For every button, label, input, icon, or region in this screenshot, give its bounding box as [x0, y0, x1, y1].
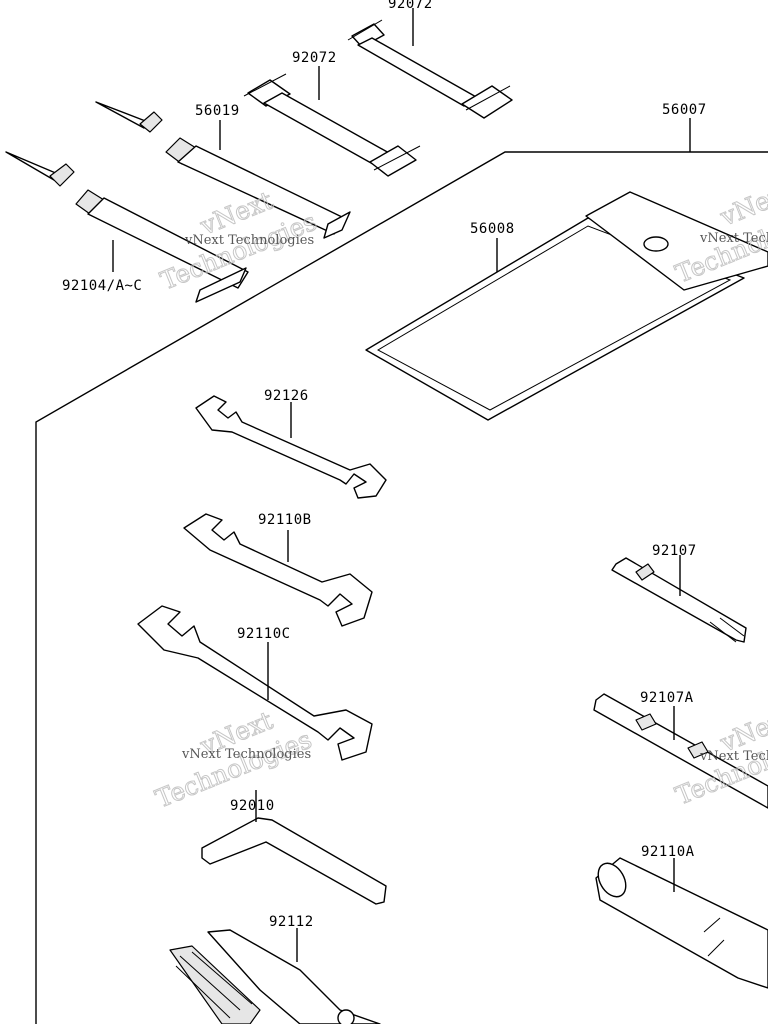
part-number-56019: 56019 [195, 103, 240, 119]
svg-text:vNext Technologies: vNext Technologies [699, 749, 768, 764]
strap-top: 92072 [347, 0, 513, 119]
part-number-92072-mid: 92072 [292, 50, 337, 66]
part-number-92110c: 92110C [237, 626, 291, 642]
driver-phillips: 92107 [611, 543, 747, 643]
wrench-mid: 92110B [183, 512, 373, 627]
part-number-92110a: 92110A [641, 844, 695, 860]
part-number-92104: 92104/A~C [62, 278, 142, 294]
part-number-92107a: 92107A [640, 690, 694, 706]
hex-key: 92010 [201, 790, 387, 905]
wrench-small: 92126 [195, 388, 387, 499]
wrench-large: 92110C [137, 605, 373, 761]
svg-text:vNext: vNext [715, 177, 768, 232]
driver-flat: 92107A [593, 690, 768, 809]
svg-text:vNext Technologies: vNext Technologies [184, 233, 314, 248]
part-number-56008: 56008 [470, 221, 515, 237]
tube-sealant: 92104/A~C [5, 151, 249, 303]
tube-grease: 56019 [95, 101, 351, 239]
kit-case-label: 56007 [662, 102, 707, 152]
part-number-92112: 92112 [269, 914, 314, 930]
strap-mid: 92072 [243, 50, 421, 177]
part-number-92110b: 92110B [258, 512, 312, 528]
part-number-92072-top: 92072 [388, 0, 433, 12]
frame-lines [35, 151, 768, 1024]
part-number-56007: 56007 [662, 102, 707, 118]
part-number-92126: 92126 [264, 388, 309, 404]
socket-wrench: 92110A [595, 844, 768, 989]
part-number-92010: 92010 [230, 798, 275, 814]
manual-pouch: 56008 [365, 191, 768, 421]
svg-text:vNext Technologies: vNext Technologies [699, 231, 768, 246]
svg-text:vNext Technologies: vNext Technologies [181, 747, 311, 762]
pliers: 92112 [169, 914, 381, 1027]
part-number-92107: 92107 [652, 543, 697, 559]
